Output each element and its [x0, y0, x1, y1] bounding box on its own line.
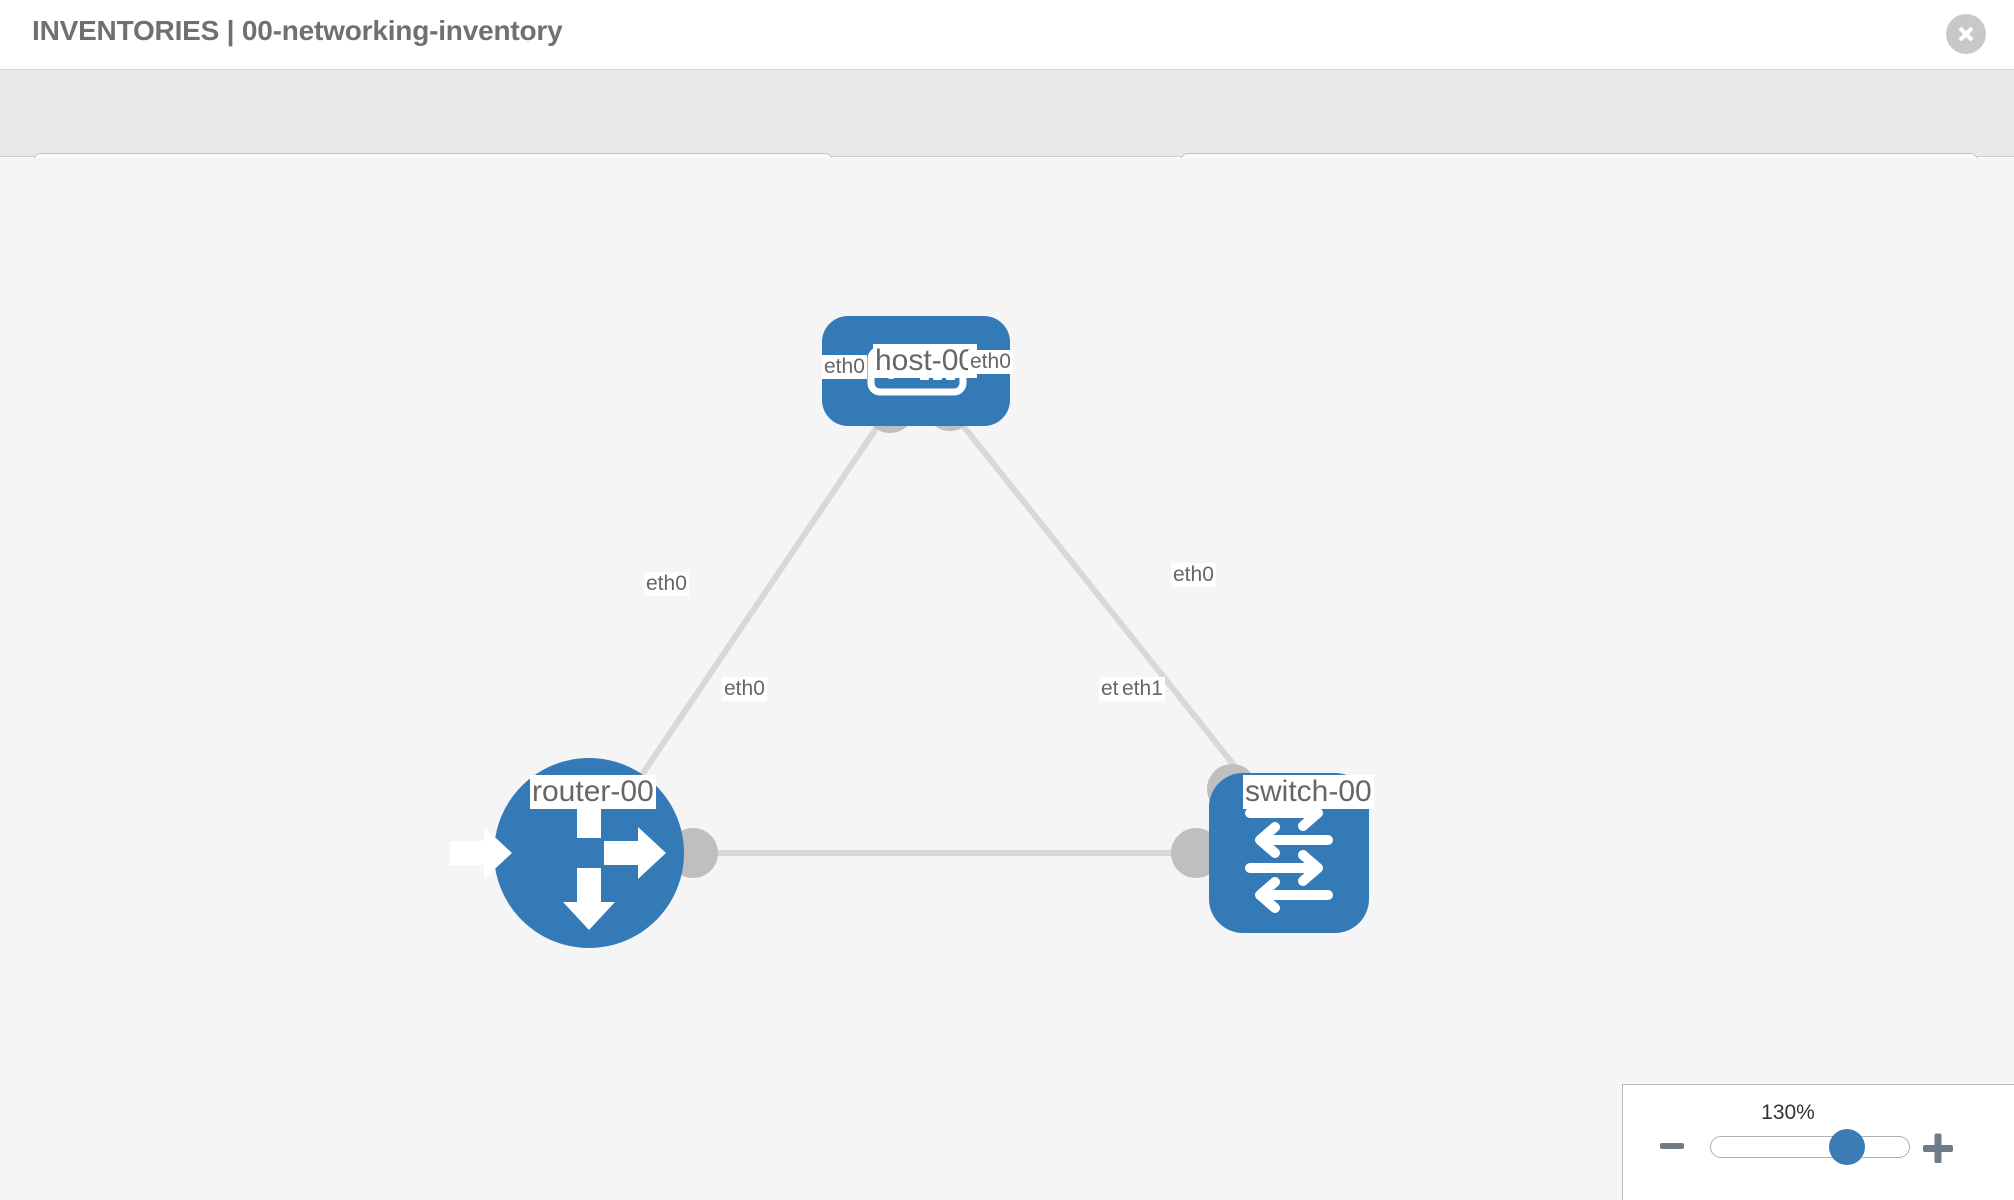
minus-icon[interactable] [1659, 1133, 1685, 1159]
node-switch-00 [1209, 773, 1369, 933]
port-label-router-eth0-right: eth0 [722, 677, 767, 702]
zoom-level-value: 130% [1761, 1101, 1815, 1124]
topology-edges [586, 366, 1307, 856]
port-label-router-eth0-up: eth0 [644, 572, 689, 597]
zoom-slider-thumb[interactable] [1829, 1129, 1865, 1165]
page-header: INVENTORIES | 00-networking-inventory [0, 0, 2014, 70]
edge-host-router [586, 366, 920, 855]
topology-ports [600, 381, 1257, 878]
port-label-host-eth0-right: eth0 [968, 350, 1013, 375]
topology-toolbar: ACTIONS SEARCH [0, 70, 2014, 203]
topology-canvas[interactable]: host-00 router-00 switch-00 eth0 eth0 eth0 eth… [0, 158, 2014, 1200]
node-label-switch-00: switch-00 [1243, 775, 1374, 809]
topology-graph: host-00 router-00 switch-00 eth0 eth0 eth0 eth… [0, 158, 2014, 1200]
close-icon[interactable] [1946, 14, 1986, 54]
node-label-router-00: router-00 [530, 775, 656, 809]
port-label-host-eth0-left: eth0 [822, 355, 867, 380]
node-label-host-00: host-00 [873, 344, 978, 378]
zoom-control-panel: 130% [1622, 1084, 2014, 1200]
plus-icon[interactable] [1923, 1133, 1953, 1163]
port-label-switch-eth1-left: eth1 [1120, 677, 1165, 702]
port-label-switch-eth0-up: eth0 [1171, 563, 1216, 588]
page-title: INVENTORIES | 00-networking-inventory [32, 15, 563, 46]
port-switch-left [1171, 828, 1221, 878]
zoom-slider[interactable] [1710, 1129, 1910, 1165]
